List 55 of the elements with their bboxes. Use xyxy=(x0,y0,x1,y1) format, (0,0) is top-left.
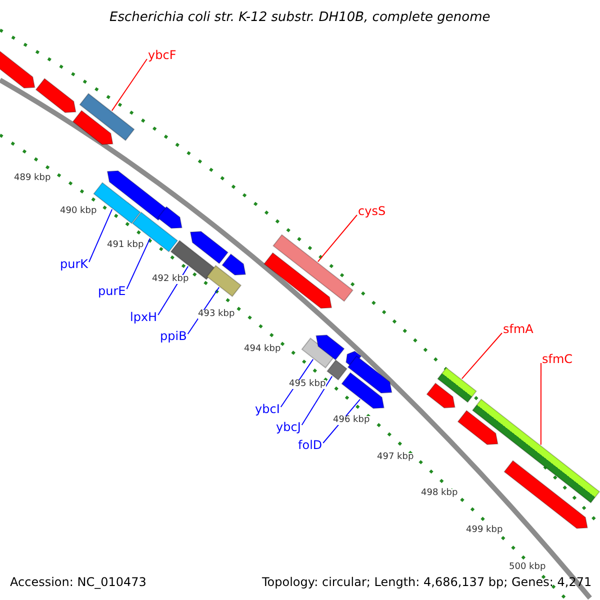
gene-block xyxy=(72,110,114,145)
gene-block xyxy=(457,410,498,445)
gene-bar xyxy=(326,359,348,381)
gene-name: ybcI xyxy=(255,403,280,415)
gene-name: lpxH xyxy=(130,311,158,323)
gene-name: ybcF xyxy=(148,49,176,61)
gene-name: ybcJ xyxy=(276,421,301,433)
gene-block xyxy=(504,460,588,529)
diagram-title: Escherichia coli str. K-12 substr. DH10B, complete genome xyxy=(110,11,490,24)
leader-line xyxy=(126,238,151,290)
leader-line xyxy=(540,362,542,446)
leader-line xyxy=(187,286,220,334)
leader-line xyxy=(88,208,113,262)
gene-name: purK xyxy=(60,258,88,270)
gene-bar xyxy=(272,234,354,302)
gene-block xyxy=(347,355,392,394)
gene-block xyxy=(263,252,332,309)
gene-block xyxy=(157,206,182,229)
genome-info-text: Topology: circular; Length: 4,686,137 bp; Genes: 4,271 xyxy=(262,576,592,588)
gene-bar xyxy=(79,92,135,142)
gene-block xyxy=(190,230,229,264)
tick-label: 493 kbp xyxy=(198,310,235,319)
gene-bar xyxy=(437,367,477,403)
tick-label: 494 kbp xyxy=(244,345,281,354)
leader-line xyxy=(301,376,333,426)
leader-line xyxy=(317,214,358,262)
tick-label: 497 kbp xyxy=(377,453,414,462)
tick-label: 500 kbp xyxy=(509,563,546,572)
tick-label: 491 kbp xyxy=(107,241,144,250)
tick-label: 489 kbp xyxy=(14,174,51,183)
tick-label: 495 kbp xyxy=(289,380,326,389)
accession-text: Accession: NC_010473 xyxy=(10,576,146,588)
gene-block xyxy=(316,334,345,360)
gene-block xyxy=(0,50,36,88)
gene-block xyxy=(106,170,168,221)
gene-name: purE xyxy=(98,285,126,297)
gene-block xyxy=(222,253,246,276)
leader-line xyxy=(158,266,189,316)
gene-name: ppiB xyxy=(160,330,187,342)
gene-name: cysS xyxy=(358,205,386,217)
leader-line xyxy=(461,332,502,380)
tick-label: 490 kbp xyxy=(60,207,97,216)
tick-label: 496 kbp xyxy=(333,416,370,425)
gene-bar xyxy=(206,264,242,298)
gene-block xyxy=(341,372,384,409)
gene-block xyxy=(426,382,456,408)
gene-name: folD xyxy=(298,439,322,451)
gene-name: sfmC xyxy=(542,353,573,365)
tick-label: 499 kbp xyxy=(466,526,503,535)
leader-line xyxy=(111,58,148,112)
gene-bar xyxy=(472,398,600,504)
gene-name: sfmA xyxy=(503,323,534,335)
tick-label: 492 kbp xyxy=(152,275,189,284)
gene-block xyxy=(35,78,76,113)
tick-label: 498 kbp xyxy=(421,489,458,498)
